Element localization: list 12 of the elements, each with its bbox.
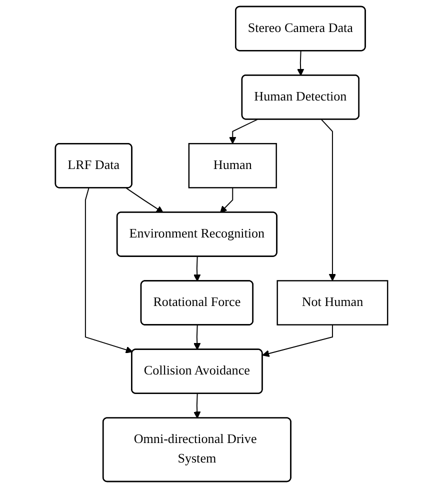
arrow — [220, 187, 234, 213]
arrow — [320, 119, 336, 282]
arrow — [194, 324, 201, 350]
arrow — [262, 324, 333, 358]
arrow — [84, 188, 133, 354]
node-box: Human — [188, 143, 277, 188]
arrow — [194, 256, 201, 282]
arrow — [126, 188, 164, 213]
arrow — [297, 50, 304, 76]
arrow — [229, 119, 258, 144]
node-box: Not Human — [276, 280, 388, 326]
arrow — [194, 393, 201, 419]
